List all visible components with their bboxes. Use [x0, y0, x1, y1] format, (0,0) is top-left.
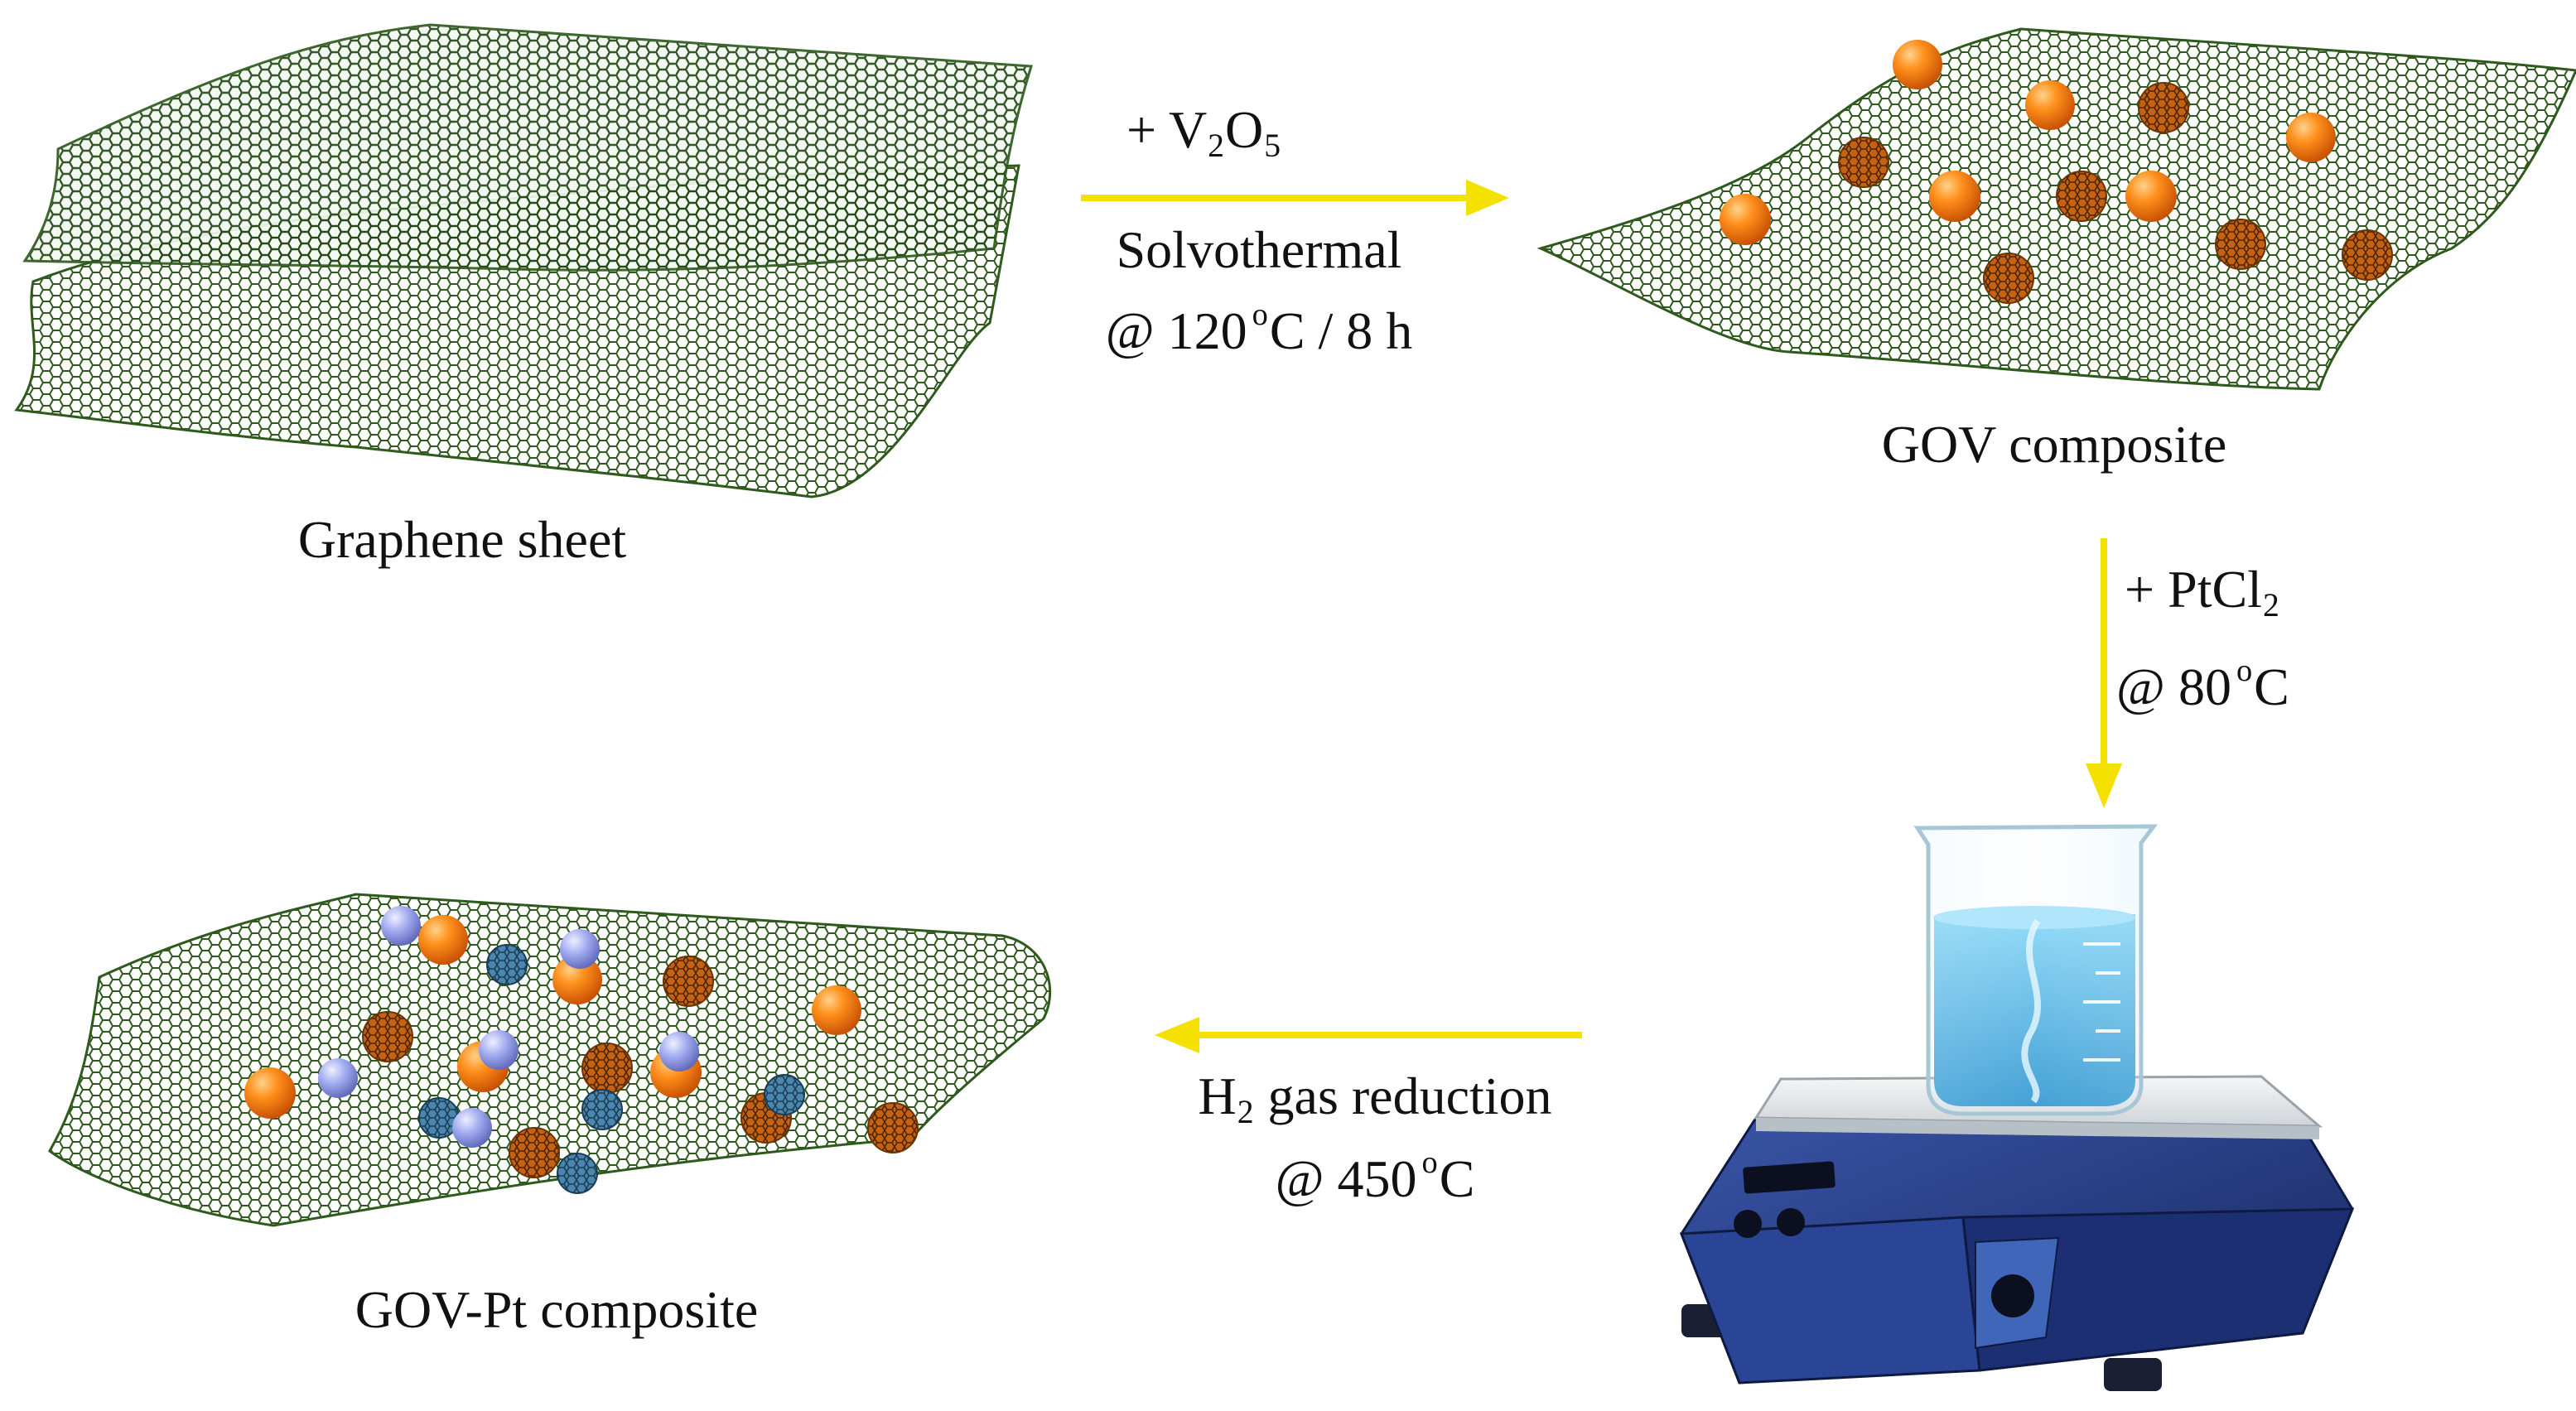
control-knob	[1991, 1274, 2034, 1317]
pt-cluster	[557, 1153, 598, 1194]
beaker-graduations	[2083, 942, 2120, 1062]
step1-cond-suffix: C / 8 h	[1269, 301, 1413, 360]
hotplate-front-panel	[1679, 1216, 1981, 1385]
pt-cluster	[764, 1074, 805, 1115]
step3-gas-suffix: gas reduction	[1267, 1067, 1552, 1125]
step2-cond-suffix: C	[2254, 657, 2289, 716]
v2o5-particle	[418, 915, 468, 965]
pt-cluster	[486, 944, 528, 985]
pt-particle	[560, 929, 600, 969]
step1-method-label: Solvothermal	[1116, 220, 1402, 279]
pt-particle	[381, 906, 421, 946]
step1-reagent-mid: O	[1225, 100, 1264, 159]
step2-cond-deg: o	[2236, 653, 2253, 689]
pt-particle	[659, 1032, 699, 1071]
v2o5-cluster	[2056, 171, 2107, 222]
control-button	[1734, 1210, 1762, 1238]
step2-reagent-prefix: + PtCl	[2125, 560, 2262, 619]
gov-pt-graphene-sheet	[48, 893, 1052, 1227]
pt-particle	[452, 1108, 492, 1148]
pt-particle	[318, 1058, 358, 1098]
v2o5-particle	[2125, 171, 2177, 222]
v2o5-cluster	[663, 956, 714, 1007]
step1-cond-deg: o	[1252, 297, 1268, 333]
arrow-left-step3	[1155, 1017, 1582, 1053]
gov-pt-particles	[244, 906, 919, 1194]
step1-reagent-label: + V2O5	[1126, 104, 1281, 162]
step2-reagent-sub: 2	[2262, 587, 2279, 624]
pt-cluster	[581, 1089, 623, 1130]
step1-cond-prefix: @ 120	[1105, 301, 1247, 360]
caption-gov-pt-composite: GOV-Pt composite	[355, 1280, 759, 1339]
step1-reagent-sub1: 2	[1208, 128, 1224, 165]
step1-reagent-sub2: 5	[1264, 128, 1281, 165]
step3-gas-prefix: H	[1198, 1067, 1237, 1125]
step3-cond-prefix: @ 450	[1275, 1149, 1417, 1208]
step2-cond-prefix: @ 80	[2116, 657, 2231, 716]
v2o5-particle	[1929, 171, 1980, 222]
v2o5-cluster	[581, 1043, 633, 1094]
arrow-down-step2	[2086, 538, 2122, 808]
v2o5-cluster	[2215, 219, 2266, 270]
v2o5-particle	[1893, 40, 1942, 89]
beaker-glass	[1913, 824, 2159, 1116]
pt-particle	[479, 1030, 519, 1070]
hotplate-foot	[2104, 1358, 2162, 1391]
step3-cond-suffix: C	[1439, 1149, 1475, 1208]
v2o5-cluster	[867, 1102, 919, 1153]
step1-reagent-prefix: + V	[1126, 100, 1208, 159]
caption-gov-composite: GOV composite	[1881, 415, 2227, 474]
control-button	[1777, 1208, 1805, 1236]
caption-graphene-sheet: Graphene sheet	[297, 510, 627, 569]
v2o5-cluster	[2138, 82, 2189, 133]
graphene-sheet-illustration	[14, 23, 1034, 498]
step2-reagent-label: + PtCl2	[2125, 560, 2280, 622]
v2o5-particle	[2025, 80, 2075, 130]
graphene-layer-top	[22, 23, 1034, 272]
v2o5-particle	[812, 985, 861, 1035]
v2o5-cluster	[2342, 229, 2393, 281]
v2o5-particle	[1720, 194, 1771, 245]
v2o5-cluster	[1838, 137, 1889, 188]
display-screen	[1743, 1161, 1836, 1194]
gov-composite-illustration	[1536, 27, 2576, 391]
v2o5-cluster	[362, 1011, 413, 1062]
v2o5-particle	[552, 955, 602, 1004]
v2o5-cluster	[1983, 253, 2034, 304]
step3-gas-sub: 2	[1237, 1094, 1254, 1131]
step3-gas-label: H2 gas reduction	[1198, 1067, 1552, 1129]
v2o5-particle	[2286, 113, 2336, 162]
hotplate-stirrer-illustration	[1679, 824, 2355, 1391]
v2o5-cluster	[509, 1127, 560, 1178]
gov-pt-composite-illustration	[48, 893, 1052, 1227]
v2o5-particle	[244, 1067, 296, 1119]
step3-cond-deg: o	[1421, 1145, 1438, 1181]
v2o5-particles	[1720, 40, 2393, 304]
arrow-right-step1	[1081, 180, 1509, 216]
hotplate-right-panel	[1961, 1207, 2355, 1372]
